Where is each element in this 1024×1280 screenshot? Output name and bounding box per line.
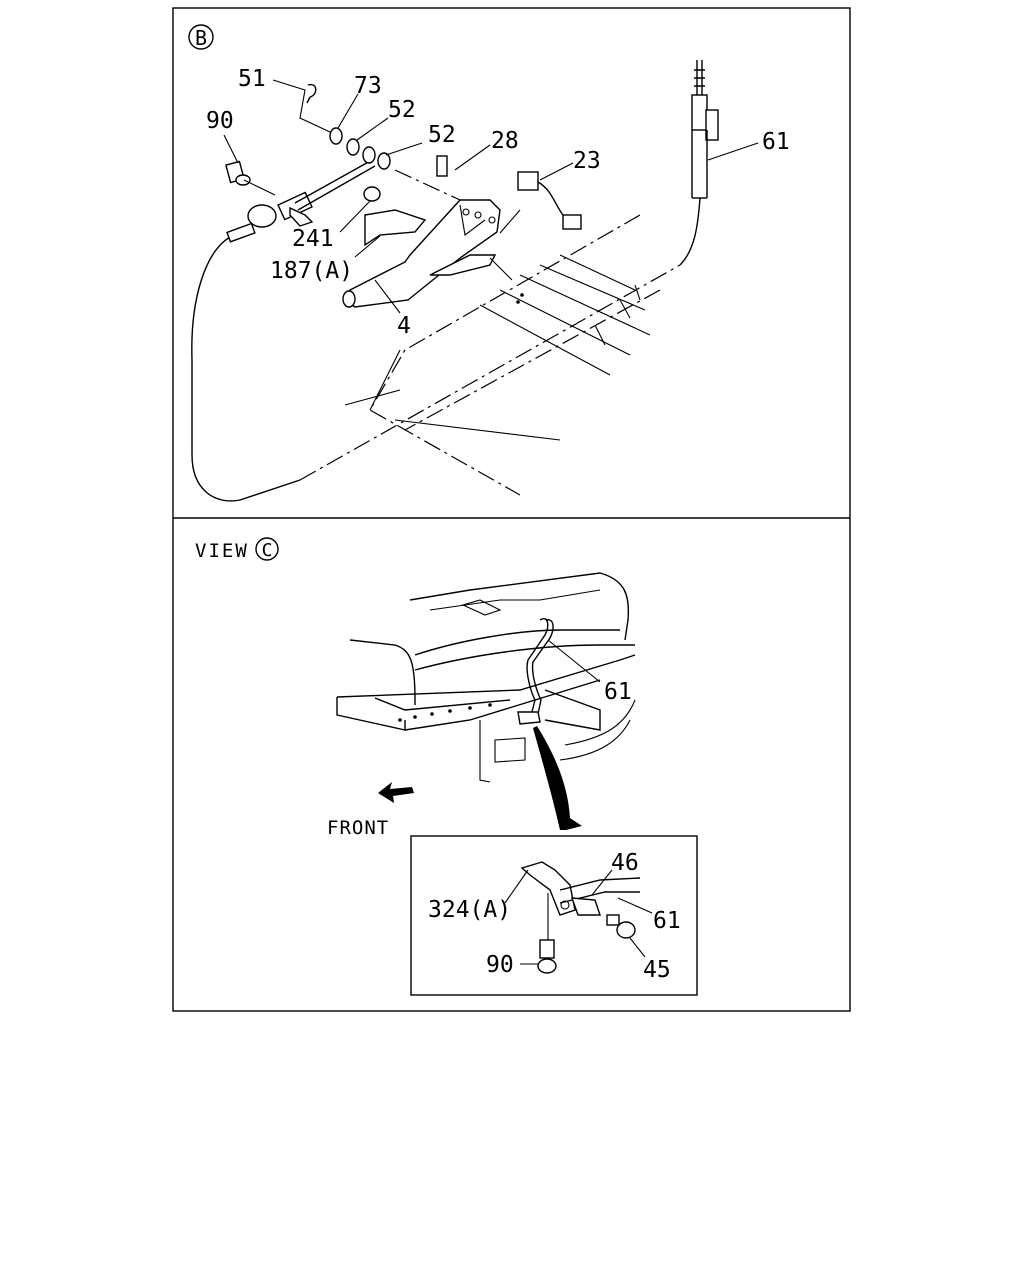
- panel-b-marker-circle: [188, 24, 214, 50]
- panel-b: B: [188, 24, 790, 502]
- cable-rear-fitting: [691, 60, 719, 199]
- panel-c: VIEW C: [195, 537, 698, 996]
- fasteners: [225, 83, 582, 230]
- detail-parts: [520, 861, 641, 974]
- detail-pointer-arrow: [533, 726, 582, 830]
- callout-52-lower: 52: [428, 122, 456, 148]
- cable-front-end: [226, 159, 376, 243]
- panel-b-marker: B: [195, 26, 207, 50]
- floor-structure: [344, 214, 661, 496]
- diagram-frame: [172, 7, 851, 1012]
- callout-52-upper: 52: [388, 97, 416, 123]
- cable-bracket-view: [517, 711, 541, 725]
- callout-73: 73: [354, 73, 382, 99]
- callout-187a: 187(A): [270, 258, 353, 284]
- view-marker-circle: [255, 537, 279, 561]
- callout-90-detail: 90: [486, 952, 514, 978]
- leader-61-view: [547, 639, 601, 683]
- brake-cable-end: [679, 197, 701, 266]
- front-arrow-icon: [378, 782, 414, 803]
- view-label: VIEW: [195, 540, 249, 562]
- callout-4: 4: [397, 313, 411, 339]
- callout-51: 51: [238, 66, 266, 92]
- callout-324a: 324(A): [428, 897, 511, 923]
- callout-28: 28: [491, 128, 519, 154]
- chassis-view: [336, 572, 636, 783]
- callout-45: 45: [643, 957, 671, 983]
- callout-61-detail: 61: [653, 908, 681, 934]
- callout-61-view: 61: [604, 679, 632, 705]
- parking-brake-lever: [342, 199, 501, 308]
- front-label: FRONT: [327, 817, 389, 839]
- callout-46: 46: [611, 850, 639, 876]
- brake-cable-route: [299, 264, 681, 481]
- leader-lines: [223, 79, 759, 314]
- detail-inset: [410, 835, 698, 996]
- callout-90: 90: [206, 108, 234, 134]
- callout-61: 61: [762, 129, 790, 155]
- view-marker: C: [262, 540, 273, 561]
- detail-leaders: [504, 869, 653, 965]
- callout-241: 241: [292, 226, 334, 252]
- cable-view: [526, 618, 549, 713]
- brake-cable: [191, 235, 301, 502]
- callout-23: 23: [573, 148, 601, 174]
